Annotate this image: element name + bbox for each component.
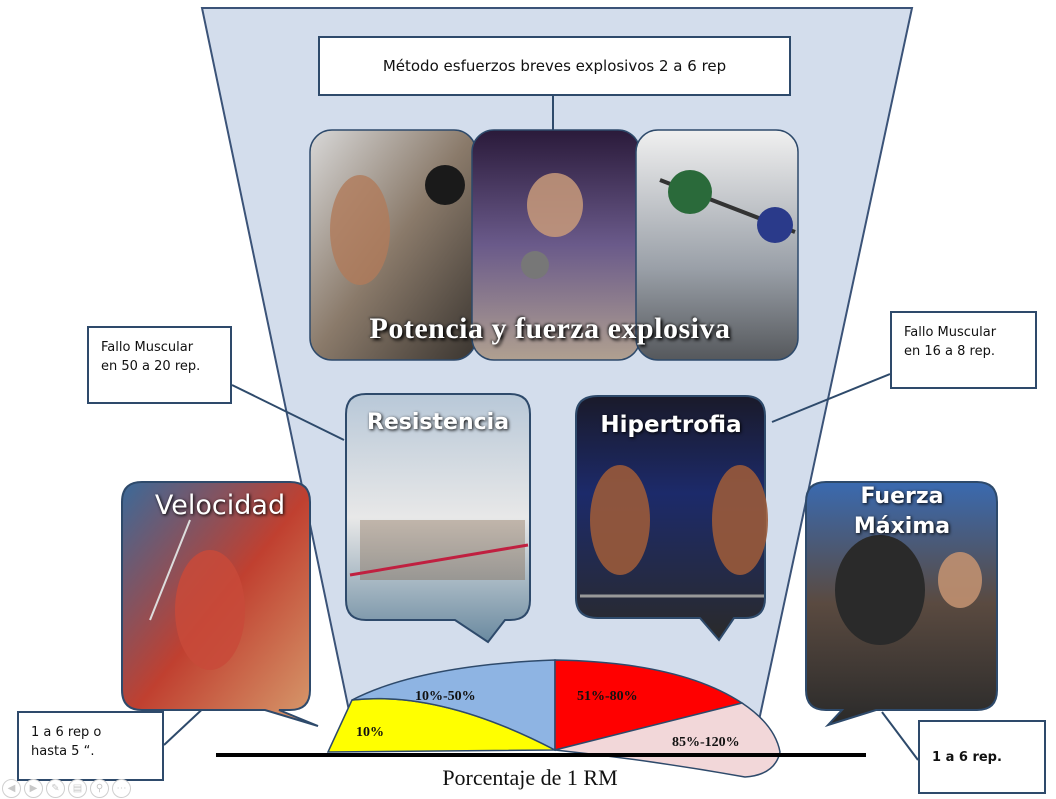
photo-kettlebell [309, 129, 477, 361]
label-resistencia: Resistencia [366, 410, 510, 435]
connector-right-note [771, 373, 891, 423]
pen-icon[interactable]: ✎ [46, 779, 65, 798]
card-resistencia [345, 393, 531, 644]
card-fuerza-maxima [805, 481, 998, 728]
photo-weightlifting [635, 129, 799, 361]
note-fallo-16-8: Fallo Muscular en 16 a 8 rep. [890, 311, 1037, 389]
connector-br-note [881, 711, 919, 761]
card-velocidad [121, 481, 319, 727]
note-bl-line2: hasta 5 “. [31, 744, 95, 759]
note-bl-line1: 1 a 6 rep o [31, 725, 102, 740]
segment-label-10: 10% [356, 725, 384, 740]
zoom-icon[interactable]: ⚲ [90, 779, 109, 798]
axis-label: Porcentaje de 1 RM [442, 765, 618, 790]
label-fuerza-line2: Máxima [853, 514, 951, 539]
presentation-toolbar: ◀ ▶ ✎ ▤ ⚲ ⋯ [2, 779, 131, 798]
slides-icon[interactable]: ▤ [68, 779, 87, 798]
segment-85-120 [554, 702, 781, 778]
card-hipertrofia [575, 395, 768, 642]
photo-shot-put [471, 129, 641, 361]
label-fuerza-line1: Fuerza [860, 484, 944, 509]
note-right-line1: Fallo Muscular [904, 325, 997, 340]
method-title-text: Método esfuerzos breves explosivos 2 a 6… [382, 57, 727, 75]
note-br-text: 1 a 6 rep. [932, 749, 1002, 765]
segment-label-10-50: 10%-50% [415, 689, 476, 704]
note-1-6-rep: 1 a 6 rep. [918, 720, 1046, 794]
label-hipertrofia: Hipertrofia [600, 412, 742, 438]
label-fuerza-maxima: Fuerza Máxima [832, 482, 972, 542]
potencia-title: Potencia y fuerza explosiva [369, 312, 731, 345]
segment-51-80 [554, 659, 744, 751]
connector-left-note [231, 384, 345, 441]
prev-icon[interactable]: ◀ [2, 779, 21, 798]
note-left-line1: Fallo Muscular [101, 340, 194, 355]
note-left-line2: en 50 a 20 rep. [101, 359, 201, 374]
percent-semicircle: 10% 10%-50% 51%-80% 85%-120% [326, 659, 781, 778]
label-velocidad: Velocidad [154, 490, 286, 521]
method-title-box: Método esfuerzos breves explosivos 2 a 6… [318, 36, 791, 96]
note-right-line2: en 16 a 8 rep. [904, 344, 995, 359]
segment-label-85-120: 85%-120% [672, 735, 740, 750]
note-fallo-50-20: Fallo Muscular en 50 a 20 rep. [87, 326, 232, 404]
segment-label-51-80: 51%-80% [577, 689, 638, 704]
more-icon[interactable]: ⋯ [112, 779, 131, 798]
note-1-6-rep-5s: 1 a 6 rep o hasta 5 “. [17, 711, 164, 781]
play-icon[interactable]: ▶ [24, 779, 43, 798]
